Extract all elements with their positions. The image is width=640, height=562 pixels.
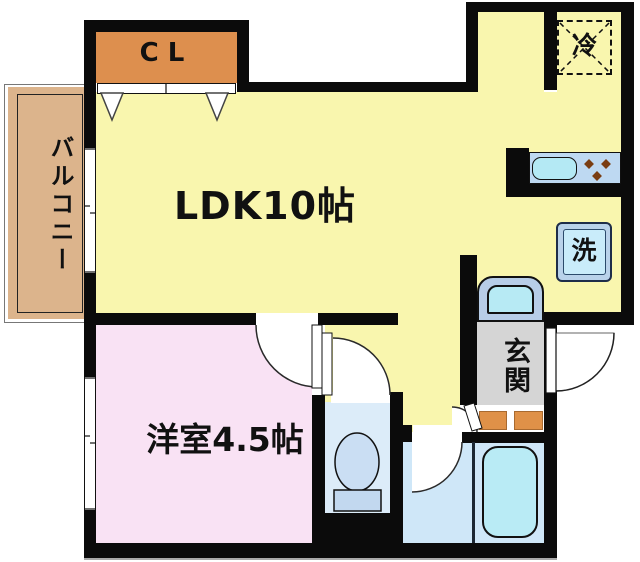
wall <box>390 392 403 513</box>
bedroom-door-panel <box>311 324 323 389</box>
wall <box>466 2 634 12</box>
balcony-deck <box>8 87 84 319</box>
refrigerator-space <box>557 20 612 75</box>
closet-door-track <box>97 83 236 94</box>
bedroom-label: 洋室4.5帖 <box>146 420 304 459</box>
entry-door-swing <box>555 332 615 392</box>
wall <box>312 395 325 543</box>
wall <box>506 184 634 197</box>
ldk-top-strip-floor <box>478 12 544 92</box>
wall <box>237 20 249 92</box>
refrigerator-label: 冷 <box>571 31 597 60</box>
closet-floor <box>96 31 237 83</box>
washer-label: 洗 <box>571 236 597 265</box>
wall <box>96 313 398 325</box>
washer-space <box>556 222 612 282</box>
wall <box>84 543 557 558</box>
wall <box>621 2 634 322</box>
corridor-floor <box>398 313 460 432</box>
wall <box>544 312 634 325</box>
wall <box>460 255 477 405</box>
baseline-shadow <box>84 558 557 560</box>
wall <box>544 322 557 543</box>
genkan-floor <box>477 322 544 405</box>
ldk-label: LDK10帖 <box>173 184 357 228</box>
wall <box>84 86 96 148</box>
wall <box>237 82 478 92</box>
wall <box>84 20 249 32</box>
genkan-label: 玄関 <box>499 337 530 395</box>
wall <box>84 20 96 86</box>
wall <box>460 432 544 443</box>
wall <box>395 425 412 442</box>
wall <box>312 513 403 543</box>
balcony-label: バルコニー <box>46 135 74 275</box>
toilet-upper-floor <box>325 325 403 402</box>
wall <box>84 273 96 377</box>
wall <box>544 12 557 90</box>
entry-step <box>479 411 507 430</box>
window-ldk <box>84 148 96 273</box>
wall <box>466 2 478 92</box>
closet-label: CL <box>139 38 194 68</box>
bathroom-divider <box>472 442 475 543</box>
entry-door-arc <box>555 332 615 392</box>
entry-step <box>514 411 543 430</box>
shoe-cabinet-inner <box>487 285 534 314</box>
washer-inner <box>563 229 606 275</box>
bathtub <box>482 446 538 538</box>
balcony-inner-frame <box>17 94 83 313</box>
kitchen-sink <box>532 157 577 180</box>
window-bedroom <box>84 377 96 510</box>
